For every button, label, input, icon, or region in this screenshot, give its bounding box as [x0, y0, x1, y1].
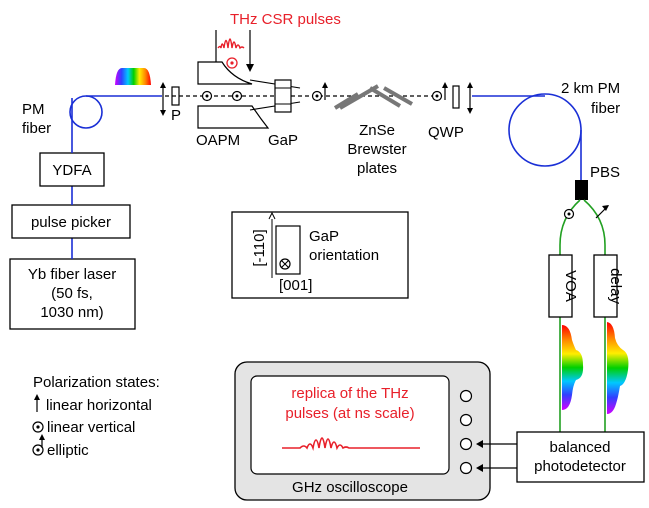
oapm-mirror: [197, 61, 270, 129]
yb-laser-label: Yb fiber laser: [28, 266, 116, 283]
spectrum-icon: [562, 325, 584, 410]
spectrum-icon: [115, 68, 151, 85]
pulse-picker-box: [11, 204, 131, 239]
replica-label: replica of the THz: [291, 385, 408, 402]
replica-label-2: pulses (at ns scale): [285, 405, 414, 422]
linear-horizontal-icon: [467, 82, 473, 114]
gap-crystal: [274, 79, 292, 113]
pm-fiber-label: PM: [22, 101, 45, 118]
bpd-label: balanced: [550, 439, 611, 456]
qwp-label: QWP: [428, 124, 464, 141]
voa-label: VOA: [562, 270, 579, 302]
znse-brewster-plates: [333, 84, 413, 110]
oscilloscope-screen: [250, 375, 450, 475]
gap-orientation-box: [231, 211, 409, 299]
oscilloscope-knobs: [459, 389, 473, 475]
delay-label: delay: [607, 268, 624, 304]
znse-label-2: Brewster: [347, 141, 406, 158]
bpd-label-2: photodetector: [534, 458, 626, 475]
pm-fiber-2-label-2: fiber: [591, 100, 620, 117]
yb-laser-wavelength: 1030 nm): [40, 304, 103, 321]
oscilloscope-label: GHz oscilloscope: [292, 479, 408, 496]
legend-elliptic: elliptic: [47, 442, 89, 459]
yb-fiber-laser-box: [9, 258, 136, 330]
delay-box: [593, 254, 618, 318]
voa-box: [548, 254, 573, 318]
linear-horizontal-icon: [34, 394, 40, 412]
pm-fiber-label-2: fiber: [22, 120, 51, 137]
thz-csr-label: THz CSR pulses: [230, 11, 341, 28]
pbs-label: PBS: [590, 164, 620, 181]
pulse-picker-label: pulse picker: [31, 214, 111, 231]
ydfa-label: YDFA: [52, 162, 91, 179]
replica-waveform: [282, 437, 420, 451]
orientation-x-label: [001]: [279, 277, 312, 294]
pm-fiber-2-label: 2 km PM: [561, 80, 620, 97]
legend-linear-horizontal: linear horizontal: [46, 397, 152, 414]
linear-horizontal-icon: [595, 205, 609, 219]
ydfa-box: [39, 152, 105, 187]
elliptic-icon: [32, 434, 45, 456]
gap-label: GaP: [268, 132, 298, 149]
pm-fiber-loop: [69, 95, 162, 153]
spectrum-icon: [607, 322, 629, 414]
pbs-box: [575, 180, 588, 200]
legend-linear-vertical: linear vertical: [47, 419, 135, 436]
oapm-label: OAPM: [196, 132, 240, 149]
balanced-photodetector-box: [516, 431, 645, 483]
legend-title: Polarization states:: [33, 374, 160, 391]
pm-fiber-spool: [472, 93, 582, 180]
qwp-plate: [452, 85, 460, 109]
orientation-y-label: [-110]: [251, 229, 268, 266]
znse-label-3: plates: [357, 160, 397, 177]
yb-laser-duration: (50 fs,: [51, 285, 93, 302]
orientation-title-2: orientation: [309, 247, 379, 264]
znse-label: ZnSe: [359, 122, 395, 139]
polarizer-label: P: [171, 107, 181, 124]
orientation-title: GaP: [309, 228, 339, 245]
